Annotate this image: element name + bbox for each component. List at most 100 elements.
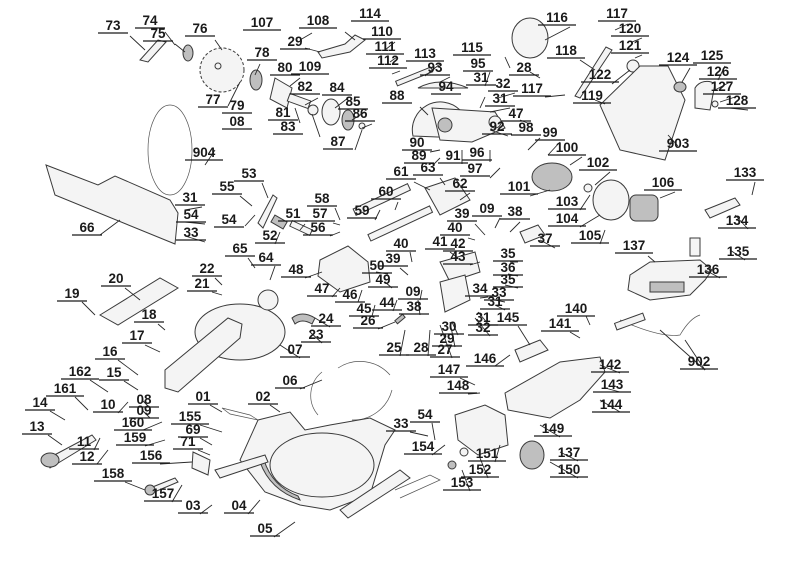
part-label-15: 15 bbox=[99, 365, 129, 381]
part-inset-904 bbox=[147, 104, 193, 196]
part-number: 48 bbox=[288, 262, 304, 277]
part-number: 97 bbox=[467, 161, 482, 176]
part-washer-122 bbox=[626, 59, 640, 73]
part-rod-51 bbox=[289, 219, 313, 237]
part-number: 27 bbox=[437, 342, 452, 357]
part-lower-blade-guard bbox=[599, 65, 686, 161]
part-bearing-102 bbox=[583, 183, 593, 193]
part-number: 143 bbox=[601, 377, 624, 392]
part-label-125: 125 bbox=[693, 48, 731, 64]
part-number: 903 bbox=[667, 136, 690, 151]
part-number: 157 bbox=[152, 486, 175, 501]
part-number: 135 bbox=[727, 244, 750, 259]
part-label-40: 40 bbox=[440, 220, 470, 236]
part-number: 31 bbox=[475, 310, 491, 325]
part-label-31: 31 bbox=[485, 91, 515, 107]
part-number: 37 bbox=[537, 231, 552, 246]
part-label-46: 46 bbox=[335, 287, 365, 303]
part-label-66: 66 bbox=[72, 220, 102, 236]
part-label-126: 126 bbox=[699, 64, 737, 80]
part-label-37: 37 bbox=[530, 231, 560, 247]
part-label-05: 05 bbox=[250, 521, 280, 537]
part-lever bbox=[317, 34, 366, 59]
part-label-152: 152 bbox=[461, 462, 499, 478]
part-label-78: 78 bbox=[247, 45, 277, 61]
part-number: 56 bbox=[310, 220, 326, 235]
part-label-155: 155 bbox=[171, 409, 209, 425]
part-number: 128 bbox=[726, 93, 749, 108]
part-rail-bracket bbox=[424, 177, 471, 216]
part-number: 140 bbox=[565, 301, 588, 316]
part-number: 66 bbox=[79, 220, 95, 235]
part-number: 61 bbox=[393, 164, 409, 179]
part-number: 47 bbox=[314, 281, 329, 296]
part-pivot-block bbox=[439, 251, 481, 283]
part-label-40: 40 bbox=[386, 236, 416, 252]
part-number: 116 bbox=[546, 10, 568, 25]
part-number: 54 bbox=[417, 407, 433, 422]
part-label-61: 61 bbox=[386, 164, 416, 180]
part-number: 31 bbox=[182, 190, 198, 205]
part-number: 155 bbox=[179, 409, 202, 424]
part-saw-blade bbox=[199, 47, 245, 93]
part-label-902: 902 bbox=[680, 354, 718, 370]
part-number: 85 bbox=[345, 94, 361, 109]
part-number: 24 bbox=[318, 311, 334, 326]
part-number: 08 bbox=[136, 392, 152, 407]
part-number: 82 bbox=[297, 79, 312, 94]
part-number: 46 bbox=[342, 287, 358, 302]
part-label-65: 65 bbox=[225, 241, 255, 257]
part-label-35: 35 bbox=[493, 272, 523, 288]
part-number: 55 bbox=[219, 179, 235, 194]
part-label-80: 80 bbox=[270, 60, 300, 76]
part-number: 119 bbox=[581, 88, 603, 103]
part-number: 58 bbox=[314, 191, 330, 206]
part-number: 39 bbox=[454, 206, 469, 221]
part-label-96: 96 bbox=[462, 145, 492, 161]
part-number: 122 bbox=[589, 67, 612, 82]
part-number: 93 bbox=[427, 60, 443, 75]
part-base-arm-left bbox=[214, 454, 269, 479]
part-label-39: 39 bbox=[447, 206, 477, 222]
part-number: 136 bbox=[697, 262, 720, 277]
part-label-51: 51 bbox=[278, 206, 308, 222]
part-spring-52 bbox=[270, 214, 288, 230]
part-number: 50 bbox=[369, 258, 384, 273]
part-label-57: 57 bbox=[305, 206, 335, 222]
part-label-30: 30 bbox=[434, 319, 464, 335]
part-label-97: 97 bbox=[460, 161, 490, 177]
part-label-16: 16 bbox=[95, 344, 125, 360]
part-number: 148 bbox=[447, 378, 470, 393]
part-label-149: 149 bbox=[534, 421, 572, 437]
part-number: 100 bbox=[556, 140, 579, 155]
part-number: 117 bbox=[606, 6, 628, 21]
part-label-86: 86 bbox=[345, 106, 375, 122]
part-number: 144 bbox=[600, 397, 623, 412]
part-label-29: 29 bbox=[432, 331, 462, 347]
part-number: 17 bbox=[129, 328, 144, 343]
part-label-56: 56 bbox=[303, 220, 333, 236]
part-number: 16 bbox=[102, 344, 118, 359]
part-label-73: 73 bbox=[98, 18, 128, 34]
part-motor-housing bbox=[454, 404, 509, 456]
part-label-76: 76 bbox=[185, 21, 215, 37]
part-label-18: 18 bbox=[134, 307, 164, 323]
part-label-141: 141 bbox=[541, 316, 579, 332]
part-label-48: 48 bbox=[281, 262, 311, 278]
part-37 bbox=[519, 224, 546, 244]
part-number: 78 bbox=[254, 45, 270, 60]
part-label-33: 33 bbox=[484, 285, 514, 301]
part-number: 53 bbox=[241, 166, 257, 181]
part-label-22: 22 bbox=[192, 261, 222, 277]
part-number: 64 bbox=[258, 250, 274, 265]
part-label-121: 121 bbox=[611, 38, 649, 54]
part-drawings bbox=[40, 17, 741, 519]
part-label-136: 136 bbox=[689, 262, 727, 278]
part-label-82: 82 bbox=[290, 79, 320, 95]
part-number: 43 bbox=[450, 249, 466, 264]
part-label-83: 83 bbox=[273, 119, 303, 135]
part-number: 73 bbox=[105, 18, 121, 33]
part-label-24: 24 bbox=[311, 311, 341, 327]
part-ring-segment-2 bbox=[337, 361, 391, 376]
